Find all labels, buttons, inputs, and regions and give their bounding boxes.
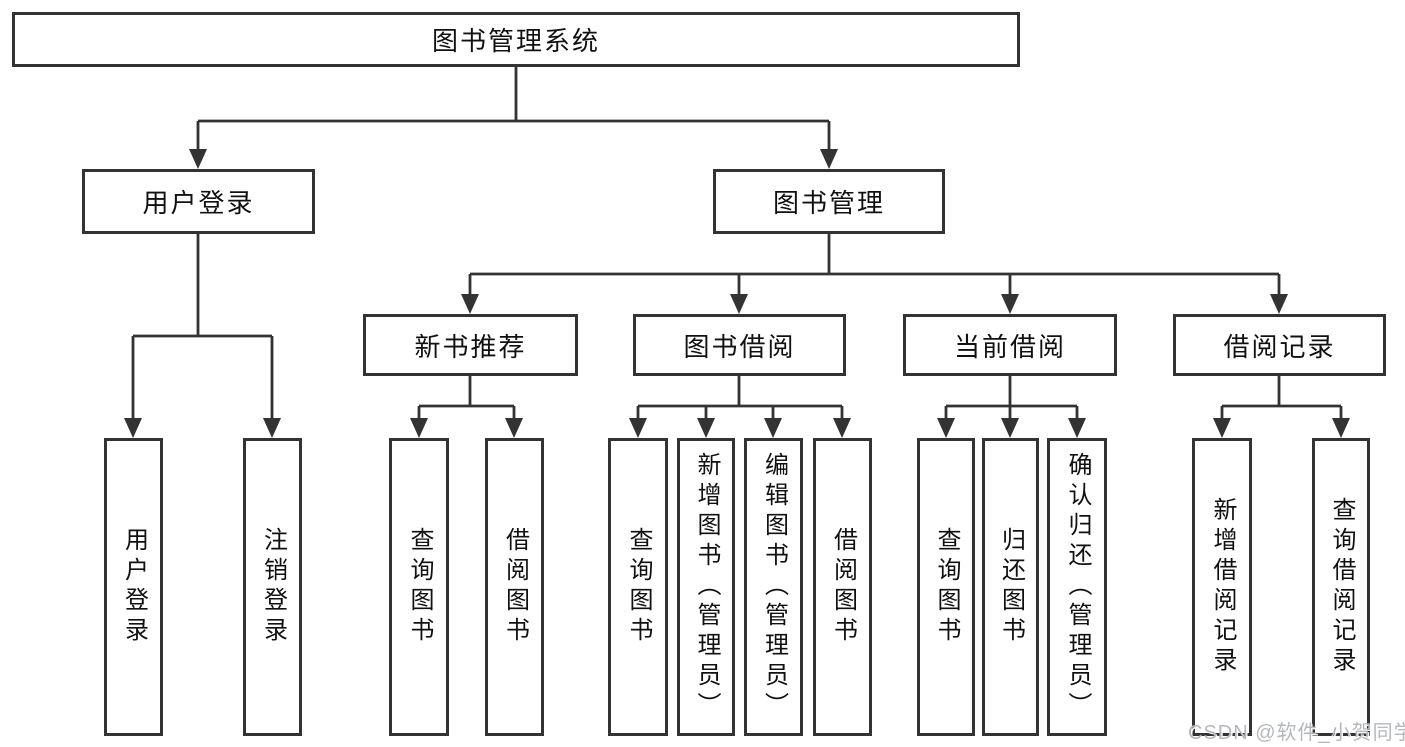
node-leaf-nbr-query-books: 查询图书 [389,438,449,736]
node-leaf-cb-confirm-return-label: 确认归还（管理员） [1064,452,1091,722]
node-leaf-br-add-record-label: 新增借阅记录 [1209,497,1236,677]
node-user-login: 用户登录 [82,169,315,234]
node-book-borrowing-label: 图书借阅 [683,331,796,362]
node-leaf-bb-edit-books: 编辑图书（管理员） [744,438,803,736]
node-new-book-recommend: 新书推荐 [363,314,578,376]
node-current-borrowing-label: 当前借阅 [953,331,1066,362]
node-leaf-cb-query-books: 查询图书 [917,438,975,736]
node-leaf-logout: 注销登录 [243,438,302,736]
node-leaf-bb-query-books-label: 查询图书 [625,527,652,647]
node-leaf-br-query-record: 查询借阅记录 [1312,438,1370,736]
node-leaf-bb-edit-books-label: 编辑图书（管理员） [760,452,788,722]
node-leaf-logout-label: 注销登录 [259,527,287,647]
node-leaf-bb-query-books: 查询图书 [608,438,668,736]
node-current-borrowing: 当前借阅 [903,314,1117,376]
node-leaf-nbr-borrow-books: 借阅图书 [485,438,544,736]
node-leaf-nbr-query-books-label: 查询图书 [406,527,433,647]
node-root: 图书管理系统 [12,12,1020,67]
node-leaf-cb-query-books-label: 查询图书 [933,527,960,647]
node-book-management: 图书管理 [713,169,945,234]
node-new-book-recommend-label: 新书推荐 [414,331,527,362]
node-leaf-user-login: 用户登录 [104,438,163,736]
node-borrowing-records: 借阅记录 [1173,314,1386,376]
node-leaf-bb-add-books-label: 新增图书（管理员） [693,452,720,722]
node-root-label: 图书管理系统 [431,26,600,56]
node-leaf-br-query-record-label: 查询借阅记录 [1328,497,1355,677]
node-leaf-bb-borrow-books-label: 借阅图书 [829,527,857,647]
node-leaf-bb-add-books: 新增图书（管理员） [677,438,735,736]
node-leaf-cb-return-books: 归还图书 [982,438,1039,736]
node-borrowing-records-label: 借阅记录 [1223,331,1336,362]
node-book-borrowing: 图书借阅 [633,314,846,376]
node-leaf-cb-confirm-return: 确认归还（管理员） [1047,438,1107,736]
node-leaf-cb-return-books-label: 归还图书 [997,527,1025,647]
node-book-management-label: 图书管理 [772,188,885,218]
node-user-login-label: 用户登录 [142,188,255,218]
node-leaf-bb-borrow-books: 借阅图书 [813,438,872,736]
node-leaf-nbr-borrow-books-label: 借阅图书 [501,527,529,647]
node-leaf-user-login-label: 用户登录 [120,527,148,647]
node-leaf-br-add-record: 新增借阅记录 [1192,438,1252,736]
csdn-watermark: CSDN @软件_小贺同学 [1188,722,1405,744]
